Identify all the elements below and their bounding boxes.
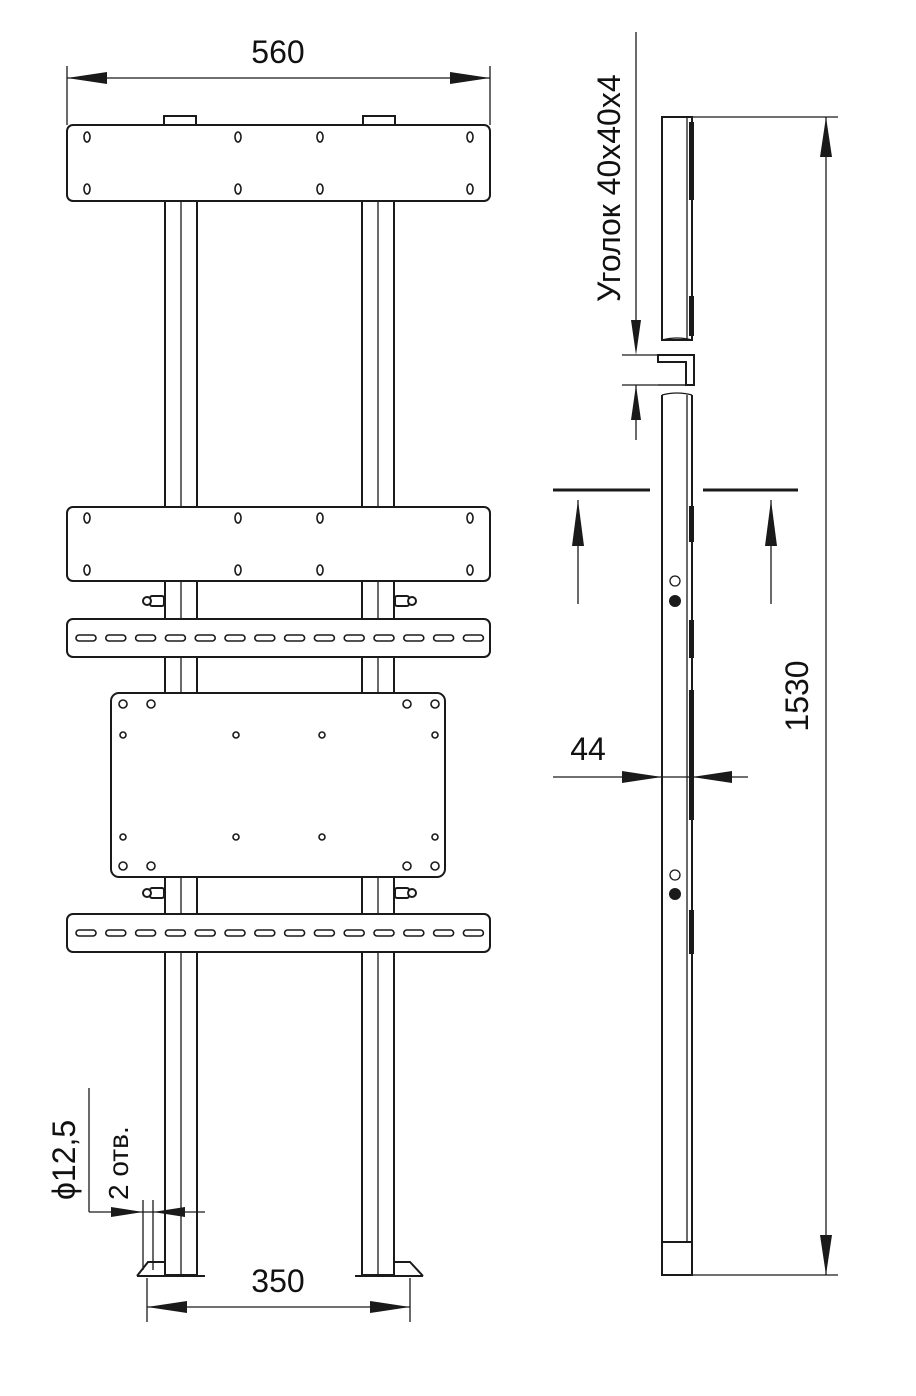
height-dimension-label: 1530 [779, 660, 815, 731]
rail-slot [343, 634, 366, 642]
profile-label: Уголок 40x40x4 [591, 74, 627, 302]
rail-slot [194, 634, 216, 642]
rail-slot [105, 929, 127, 937]
rail-slot [105, 634, 127, 642]
depth-dimension-label: 44 [570, 731, 606, 767]
dimension-depth: 44 [553, 731, 748, 783]
rail-slot [134, 929, 157, 937]
side-profile-lower [661, 392, 694, 1276]
rail-slot [283, 634, 306, 642]
hole-diameter-label: ϕ12,5 [46, 1120, 82, 1200]
front-view: 560 [46, 34, 491, 1322]
rail-slot [313, 634, 336, 642]
clamp-knob-lower-right [394, 887, 417, 899]
rail-slot [224, 929, 246, 937]
top-mounting-plate [66, 124, 491, 202]
rail-slot [75, 929, 97, 937]
rail-slot [134, 634, 157, 642]
rail-slot [343, 929, 366, 937]
dimension-hole-diameter: ϕ12,5 2 отв. [46, 1088, 205, 1270]
rail-slot [402, 929, 425, 937]
top-tab-left [163, 115, 197, 126]
rail-slot [462, 634, 485, 642]
base-foot-right [355, 1261, 424, 1277]
rail-slot [432, 634, 455, 642]
hole-count-label: 2 отв. [103, 1126, 134, 1200]
side-view: 1530 Уголок 40x40x4 44 [553, 32, 838, 1276]
rail-slot [373, 929, 395, 937]
rail-slot [402, 634, 425, 642]
side-profile-upper [661, 116, 694, 341]
width-dimension-label: 560 [251, 34, 304, 70]
rail-slot [194, 929, 216, 937]
clamp-knob-upper-left [142, 595, 165, 607]
rail-slot [462, 929, 485, 937]
rail-slot [164, 634, 187, 642]
middle-mounting-plate [66, 506, 491, 582]
rail-slot [254, 929, 276, 937]
rail-slot [254, 634, 276, 642]
rail-slot [224, 634, 246, 642]
rail-slot [164, 929, 187, 937]
lower-slotted-rail [66, 913, 491, 953]
base-spacing-label: 350 [251, 1263, 304, 1299]
upper-slotted-rail [66, 618, 491, 658]
clamp-knob-upper-right [394, 595, 417, 607]
dimension-base-spacing: 350 [146, 1263, 411, 1322]
dimension-width: 560 [66, 34, 491, 125]
rail-slot [75, 634, 97, 642]
top-tab-right [362, 115, 396, 126]
base-foot-left [136, 1261, 205, 1277]
dimension-height: 1530 [692, 116, 838, 1276]
rail-slot [313, 929, 336, 937]
rail-slot [373, 634, 395, 642]
vesa-plate [110, 692, 446, 878]
rail-slot [283, 929, 306, 937]
section-cut-markers [553, 488, 798, 604]
clamp-knob-lower-left [142, 887, 165, 899]
profile-callout: Уголок 40x40x4 [591, 32, 694, 440]
angle-profile-section [657, 354, 695, 386]
rail-slot [432, 929, 455, 937]
